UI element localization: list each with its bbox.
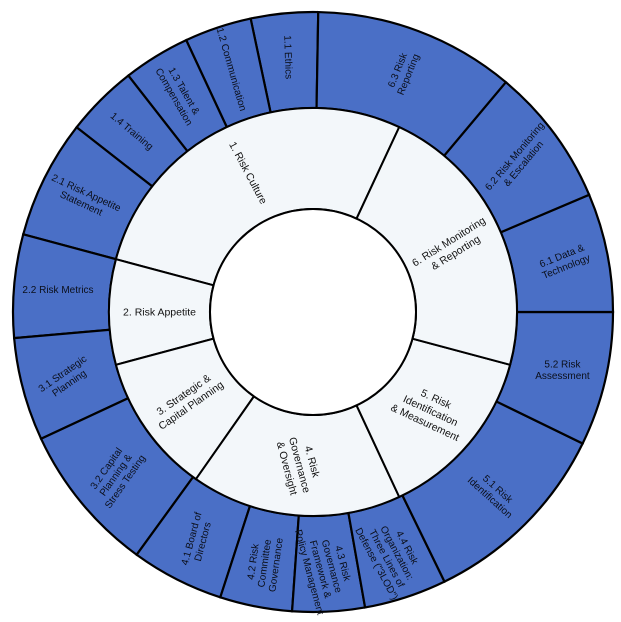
outer-segment-1-4[interactable]: 1.4 Training — [75, 74, 189, 188]
center-hub — [209, 208, 417, 416]
inner-segment-6[interactable]: 6. Risk Monitoring& Reporting — [355, 125, 518, 367]
outer-segment-4-4[interactable]: 4.4 RiskOrganization:Three Lines ofDefen… — [347, 493, 446, 609]
inner-segment-5[interactable]: 5. RiskIdentification& Measurement — [355, 337, 512, 499]
outer-segment-3-1[interactable]: 3.1 StrategicPlanning — [12, 328, 130, 441]
segment-label-line: 5.2 Risk — [544, 359, 581, 370]
segment-label: 4.4 RiskOrganization:Three Lines ofDefen… — [352, 510, 430, 602]
outer-segment-2-1[interactable]: 2.1 Risk AppetiteStatement — [21, 125, 154, 261]
segment-label: 4.2 RiskCommitteeGovernance — [245, 534, 286, 593]
segment-label-line: 1.1 Ethics — [281, 35, 294, 79]
inner-segment-2[interactable]: 2. Risk Appetite — [108, 257, 215, 367]
outer-segment-1-3[interactable]: 1.3 Talent &Compensation — [126, 38, 229, 153]
inner-segment-4[interactable]: 4. RiskGovernance& Oversight — [194, 394, 401, 517]
segment-label-line: Assessment — [535, 371, 590, 382]
outer-segment-1-2[interactable]: 1.2 Communication — [184, 17, 272, 129]
outer-segment-5-1[interactable]: 5.1 RiskIdentification — [400, 399, 585, 584]
segment-label: 1.1 Ethics — [281, 35, 294, 79]
segment-label-line: 4.2 Risk — [246, 542, 262, 580]
outer-segment-4-2[interactable]: 4.2 RiskCommitteeGovernance — [218, 504, 300, 613]
segment-label-line: 2.2 Risk Metrics — [22, 285, 93, 296]
segment-label: 2.2 Risk Metrics — [22, 285, 93, 296]
segment-label-line: 2. Risk Appetite — [123, 307, 196, 319]
outer-segment-3-2[interactable]: 3.2 CapitalPlanning &Stress Testing — [39, 396, 195, 557]
segment-label: 2. Risk Appetite — [123, 307, 196, 319]
outer-segment-6-1[interactable]: 6.1 Data &Technology — [499, 193, 615, 314]
